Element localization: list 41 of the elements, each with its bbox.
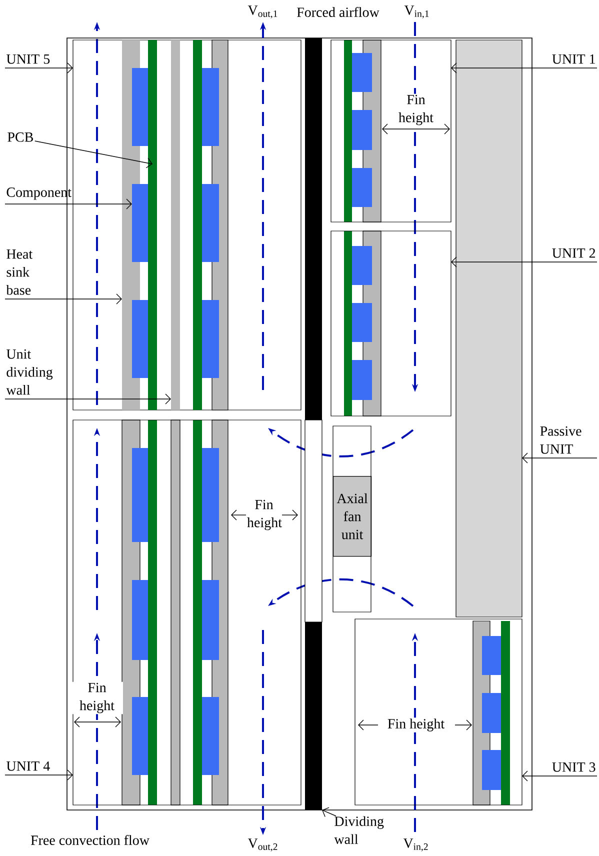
flow-label: Free convection flow: [30, 835, 150, 845]
leader-line: [451, 256, 598, 268]
leader-line: [4, 198, 132, 210]
part-label: PCB: [8, 132, 33, 142]
dimension-label: Fin height: [390, 94, 442, 126]
flow-label: V$_{in,1}$: [404, 6, 429, 18]
unit-box: [330, 230, 452, 416]
pcb-strip: [148, 40, 157, 410]
leader-line: [522, 770, 598, 782]
unit-box: [72, 40, 302, 410]
leader-line: [522, 452, 598, 464]
part-label: UNIT 2: [552, 248, 596, 258]
dimension-label: Fin height: [386, 718, 446, 732]
leader-line: [4, 394, 171, 404]
unit-dividing-wall: [171, 40, 180, 410]
leader-line: [34, 140, 152, 168]
flow-label: V$_{in,2}$: [403, 838, 428, 852]
unit-box: [330, 40, 452, 222]
part-label: UNIT 1: [552, 54, 595, 64]
fan-unit-box: Axial fan unit: [333, 476, 372, 557]
leader-line: [4, 294, 122, 304]
unit-box: [72, 420, 302, 806]
unit-box: [354, 618, 522, 806]
part-label: Dividing wall: [334, 816, 384, 844]
dimension-label: Fin height: [246, 498, 282, 532]
part-label: Passive UNIT: [540, 426, 582, 454]
part-label: UNIT 5: [6, 54, 50, 64]
leader-line: [4, 770, 73, 780]
leader-line: [451, 62, 598, 74]
part-label: UNIT 3: [552, 762, 596, 772]
flow-label: V$_{out,2}$: [248, 838, 278, 852]
flow-label: V$_{out,1}$: [248, 6, 278, 18]
flow-label: Forced airflow: [297, 7, 380, 17]
part-label: UNIT 4: [6, 761, 50, 771]
passive-unit: [456, 40, 522, 618]
leader-line: [4, 62, 73, 74]
component-block: [132, 184, 148, 262]
leader-line: [322, 807, 336, 818]
part-label: Heat sink base: [6, 250, 33, 295]
dimension-label: Fin height: [71, 682, 123, 714]
part-label: Unit dividing wall: [6, 349, 53, 395]
